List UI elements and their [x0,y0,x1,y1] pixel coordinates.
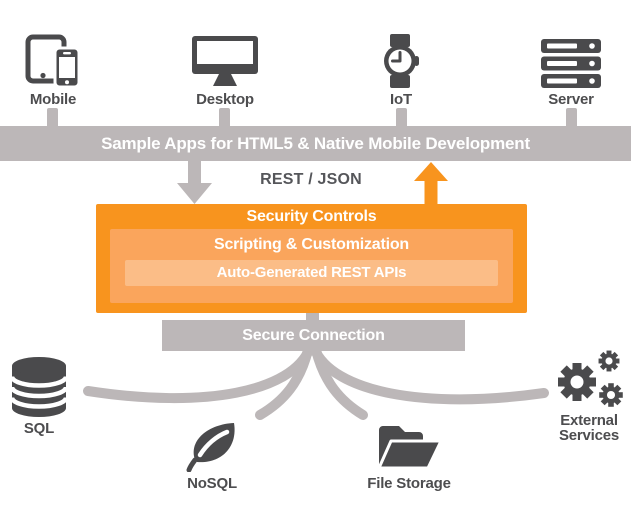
desktop-icon [192,36,258,86]
device-desktop: Desktop [165,33,285,108]
down-arrow-icon [177,161,212,204]
backend-external-services: External Services [549,350,629,443]
mobile-icon [25,34,81,88]
up-arrow-icon [414,162,448,204]
rest-json-label: REST / JSON [260,171,362,188]
device-label: Server [548,91,594,108]
iot-watch-icon [384,34,419,88]
sql-database-icon [12,357,66,417]
platform-box: Security Controls Scripting & Customizat… [96,204,527,313]
nosql-leaf-icon [186,423,235,472]
secure-stub-line [306,311,319,322]
secure-connection-bar: Secure Connection [162,320,465,351]
sample-apps-bar: Sample Apps for HTML5 & Native Mobile De… [0,126,631,161]
auto-generated-rest-apis-label: Auto-Generated REST APIs [216,264,407,281]
mobile-stub-line [47,108,58,128]
curve-to-sql [83,343,315,404]
scripting-customization-layer: Scripting & Customization Auto-Generated… [110,229,513,303]
device-label: Mobile [29,91,77,108]
server-stub-line [566,108,577,128]
external-services-gears-icon [558,350,623,407]
backend-label: SQL [23,420,55,437]
security-controls-layer: Security Controls [246,208,377,225]
device-iot: IoT [341,33,461,108]
auto-generated-rest-apis-layer: Auto-Generated REST APIs [125,260,498,286]
backend-sql: SQL [4,357,74,436]
backend-nosql: NoSQL [172,422,252,491]
device-server: Server [511,33,631,108]
backend-label: File Storage [367,475,451,492]
device-label: IoT [390,91,412,108]
server-icon [541,39,601,88]
curve-to-nosql [255,345,313,420]
device-mobile: Mobile [0,33,113,108]
curve-to-external-services [309,343,549,405]
iot-stub-line [396,108,407,128]
backend-label: NoSQL [187,475,237,492]
backend-label: External Services [558,412,620,444]
file-storage-folder-icon [377,426,441,470]
backend-file-storage: File Storage [364,421,454,491]
desktop-stub-line [219,108,230,128]
scripting-customization-label: Scripting & Customization [213,236,409,253]
device-label: Desktop [196,91,254,108]
